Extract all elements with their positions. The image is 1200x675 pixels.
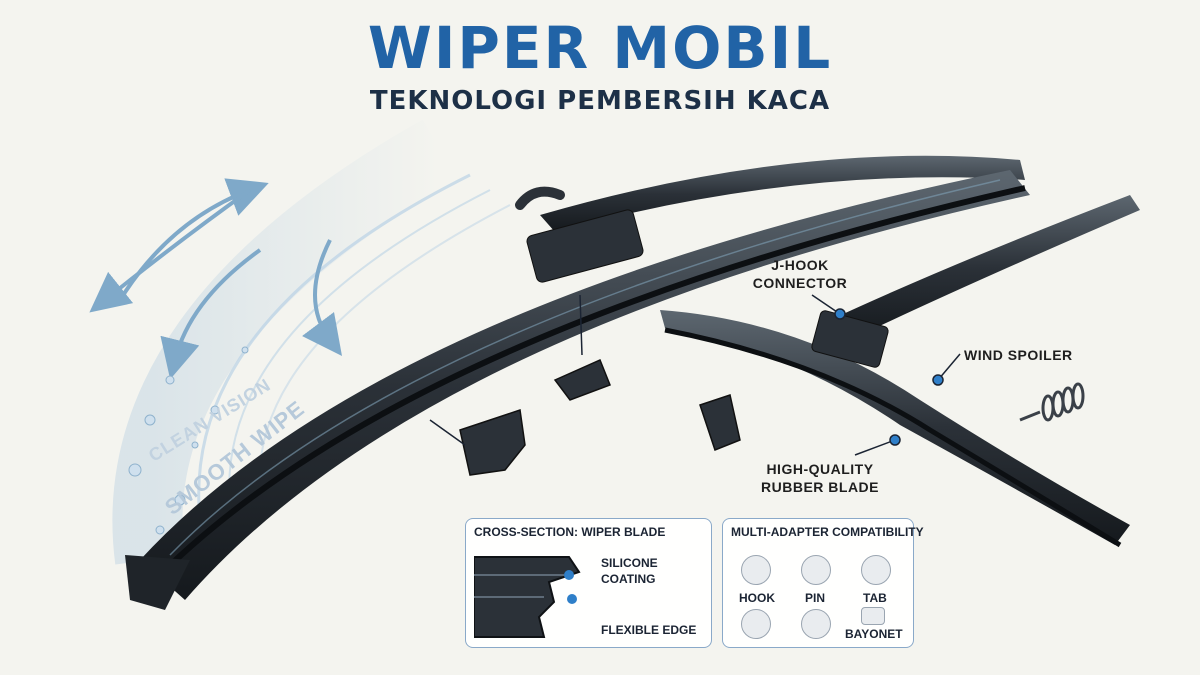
tab-adapter-icon [861, 555, 891, 585]
swipe-arrow-right [302, 239, 342, 357]
adapter-pin-label: PIN [805, 591, 826, 605]
main-blade-connector [526, 209, 644, 283]
swipe-arrow-down [160, 248, 262, 380]
main-arm-hook-end [515, 186, 565, 210]
water-droplets [128, 346, 249, 535]
cross-section-title: CROSS-SECTION: WIPER BLADE [474, 525, 666, 539]
main-blade-rubber [147, 185, 1026, 588]
hook-adapter-icon [741, 555, 771, 585]
secondary-blade-rubber [664, 327, 1122, 548]
secondary-blade-connector [811, 310, 889, 368]
swipe-arrow-left [89, 188, 252, 313]
main-wiper-arm [540, 155, 1025, 232]
adapter-tab-label: TAB [863, 591, 887, 605]
bayonet-adapter-icon-1 [741, 609, 771, 639]
rubber-profile-pieces [459, 358, 741, 476]
cross-section-panel: CROSS-SECTION: WIPER BLADE SILICONE COAT… [465, 518, 712, 648]
adapter-panel: MULTI-ADAPTER COMPATIBILITY HOOK PIN TAB… [722, 518, 924, 648]
spring-icon [1019, 382, 1085, 422]
main-blade-end-cap [125, 555, 190, 610]
wipe-motion-arcs [89, 119, 511, 565]
callout-j-hook: J-HOOK CONNECTOR [752, 257, 848, 291]
page-subtitle: TEKNOLOGI PEMBERSIH KACA [369, 86, 831, 116]
secondary-wiper-arm [830, 195, 1140, 340]
pin-adapter-icon [801, 555, 831, 585]
adapter-hook-label: HOOK [739, 591, 775, 605]
main-wiper-blade [140, 170, 1030, 600]
secondary-wiper-blade [660, 310, 1130, 545]
callout-lines [811, 294, 961, 456]
silicone-coating-label: SILICONE COATING [601, 556, 658, 586]
page-title: WIPER MOBIL [367, 14, 833, 82]
callout-rubber-blade: HIGH-QUALITY RUBBER BLADE [761, 461, 879, 495]
flexible-edge-label: FLEXIBLE EDGE [601, 623, 697, 637]
callout-wind-spoiler: WIND SPOILER [964, 347, 1073, 363]
adapter-bayonet-label: BAYONET [845, 627, 903, 641]
bayonet-adapter-icon-3 [861, 607, 885, 625]
adapter-title: MULTI-ADAPTER COMPATIBILITY [731, 525, 924, 539]
bayonet-adapter-icon-2 [801, 609, 831, 639]
cross-section-diagram [474, 556, 581, 638]
